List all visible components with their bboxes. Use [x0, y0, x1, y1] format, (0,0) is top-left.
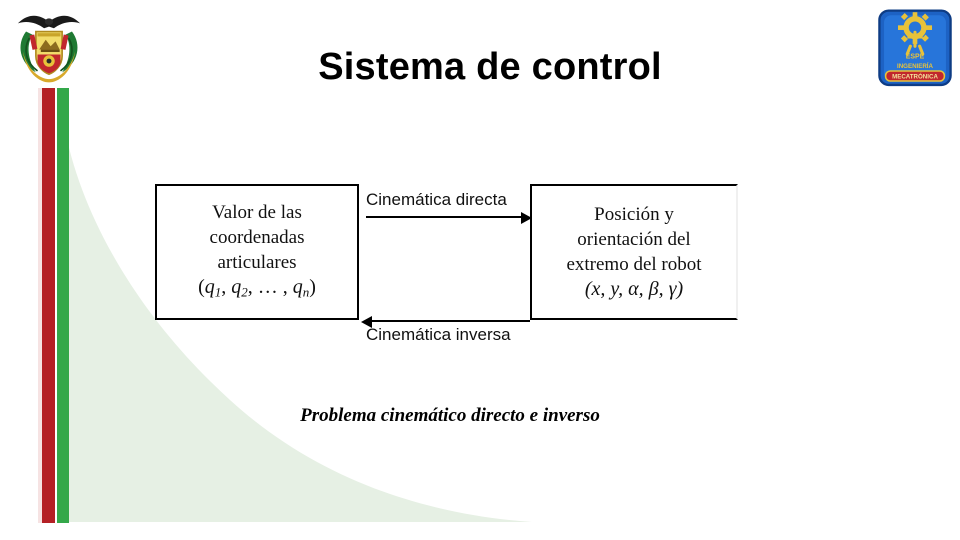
diagram-caption: Problema cinemático directo e inverso: [300, 405, 600, 426]
inverse-kinematics-arrow-line: [372, 320, 530, 322]
diagram-box-end-effector-pose: Posición y orientación del extremo del r…: [530, 184, 738, 320]
formula-q2: q: [231, 275, 242, 298]
formula-sep-1: ,: [221, 275, 232, 298]
inverse-kinematics-label: Cinemática inversa: [366, 325, 511, 344]
formula-q2-sub: 2: [241, 284, 248, 300]
forward-kinematics-arrow-line: [366, 216, 526, 218]
formula-q1-sub: 1: [214, 284, 222, 300]
formula-q1: q: [204, 275, 215, 298]
espe-logo-line2: INGENIERÍA: [897, 62, 934, 70]
inverse-kinematics-arrow-head-icon: [361, 316, 372, 328]
forward-kinematics-arrow-head-icon: [521, 212, 532, 224]
formula-paren-open: (: [198, 275, 205, 298]
page-title: Sistema de control: [318, 46, 662, 88]
formula-qn: q: [292, 275, 303, 298]
formula-qn-sub: n: [302, 284, 310, 300]
accent-bar-edge: [38, 88, 42, 523]
pose-box-line-3: extremo del robot: [566, 254, 702, 275]
pose-box-formula: (x, y, α, β, γ): [584, 278, 684, 300]
forward-kinematics-label: Cinemática directa: [366, 190, 507, 209]
formula-paren-close: ): [309, 275, 316, 298]
diagram-box-joint-coordinates: Valor de las coordenadas articulares (q1…: [155, 184, 359, 320]
pose-box-line-1: Posición y: [594, 204, 674, 225]
escudo-ecuador-icon: [17, 15, 81, 83]
pose-box-line-2: orientación del: [577, 229, 691, 250]
joint-box-formula: (q1, q2, … , qn): [198, 275, 316, 305]
joint-box-line-3: articulares: [217, 251, 297, 273]
espe-logo-line1: ESPE: [906, 54, 925, 61]
joint-box-line-2: coordenadas: [209, 226, 305, 248]
accent-bar-green: [57, 88, 69, 523]
espe-logo-line3: MECATRÓNICA: [892, 73, 938, 81]
joint-box-line-1: Valor de las: [212, 201, 302, 223]
espe-mecatronica-logo-icon: ESPE INGENIERÍA MECATRÓNICA: [878, 9, 952, 87]
accent-bar-red: [42, 88, 55, 523]
formula-sep-2: , … ,: [247, 275, 293, 298]
